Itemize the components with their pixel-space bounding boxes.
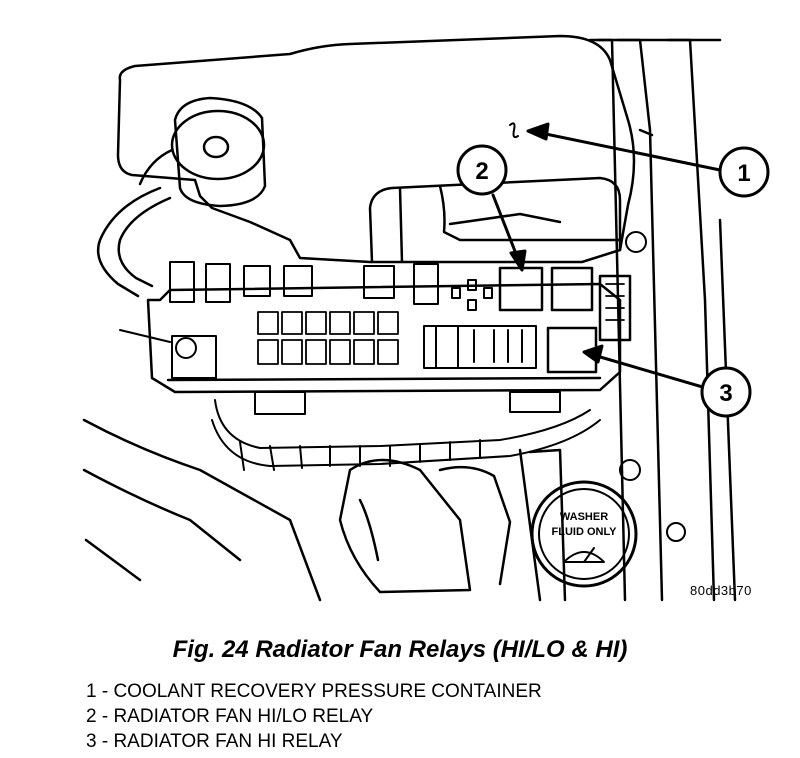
- callout-1: 1: [718, 146, 770, 198]
- side-connector: [598, 274, 632, 342]
- svg-text:3: 3: [719, 380, 732, 407]
- figure-code: 80dd3b70: [690, 583, 752, 598]
- wiring-harness: [211, 391, 601, 471]
- legend-item: 2 - RADIATOR FAN HI/LO RELAY: [86, 706, 374, 727]
- adjacent-relay: [550, 266, 594, 312]
- leader-arrow-1: [526, 122, 550, 141]
- mounting-bolts: [619, 231, 686, 542]
- fender-rail: [588, 38, 737, 602]
- radiator-fan-hi-lo-relay: [498, 266, 544, 312]
- legend-item: 3 - RADIATOR FAN HI RELAY: [86, 731, 343, 752]
- callout-leaders: [491, 122, 722, 390]
- legend-list: 1 - COOLANT RECOVERY PRESSURE CONTAINER …: [86, 679, 542, 754]
- coolant-hose: [96, 186, 172, 298]
- mini-fuse-row: [169, 261, 439, 305]
- container-cap: [138, 96, 267, 208]
- washer-cap-line-2: FLUID ONLY: [552, 526, 618, 538]
- svg-text:1: 1: [737, 160, 750, 187]
- washer-cap-line-1: WASHER: [560, 511, 608, 523]
- power-distribution-center: [119, 261, 632, 394]
- battery-post: [119, 329, 217, 379]
- leader-arrow-2: [509, 249, 527, 272]
- figure-caption: Fig. 24 Radiator Fan Relays (HI/LO & HI): [172, 636, 628, 663]
- callout-2: 2: [456, 144, 508, 196]
- legend-item: 1 - COOLANT RECOVERY PRESSURE CONTAINER: [86, 681, 542, 702]
- windshield-wiper-icon: [563, 547, 605, 563]
- fuse-carriers: [423, 325, 537, 369]
- fuse-grid: [257, 311, 399, 365]
- air-intake-duct: [82, 418, 567, 602]
- callout-3: 3: [700, 366, 752, 418]
- relay-cavity: [451, 279, 493, 311]
- washer-fluid-cap: WASHER FLUID ONLY: [530, 480, 638, 588]
- leader-arrow-3: [582, 344, 604, 364]
- engine-bay-illustration: WASHER FLUID ONLY 1 2 3: [82, 34, 770, 602]
- svg-text:2: 2: [475, 158, 488, 185]
- coolant-recovery-container: [116, 34, 636, 264]
